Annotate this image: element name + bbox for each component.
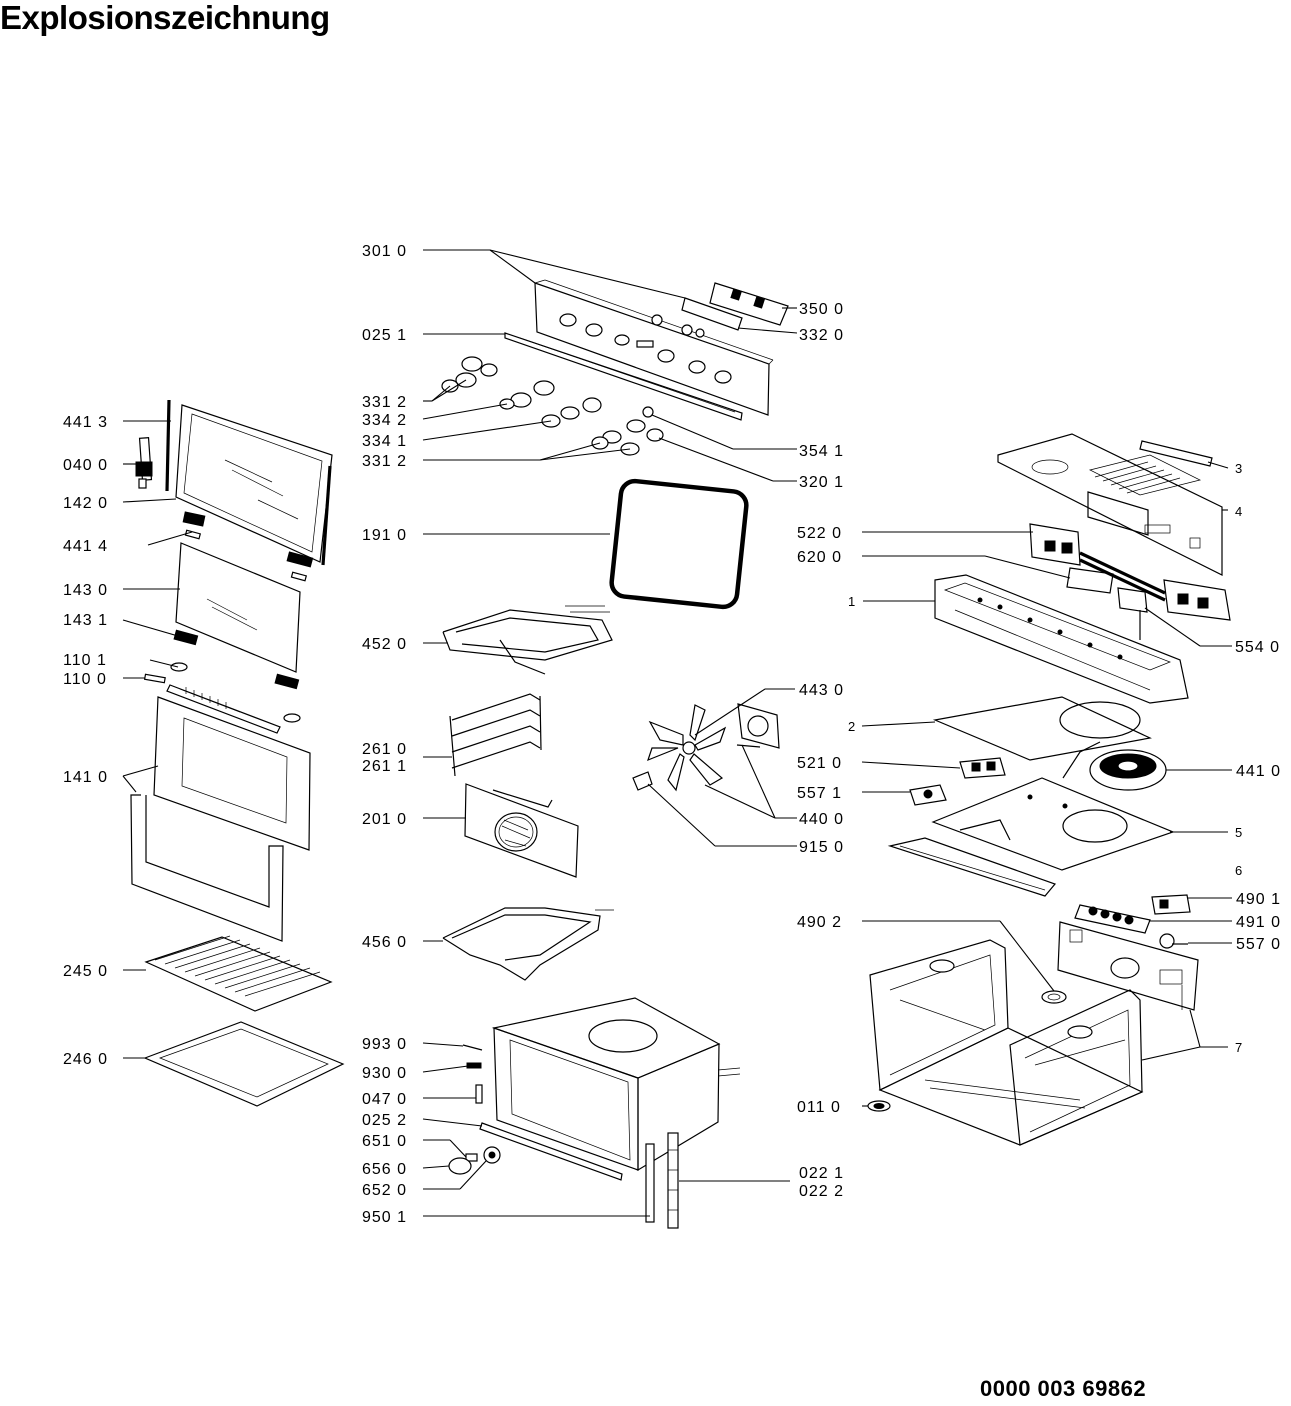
door-handle-part bbox=[135, 437, 153, 489]
label-334-1: 334 1 bbox=[362, 433, 407, 450]
label-557-1: 557 1 bbox=[797, 785, 842, 802]
panel-rail-part bbox=[504, 332, 743, 421]
outer-door-glass-part bbox=[153, 696, 311, 851]
label-332-0: 332 0 bbox=[799, 327, 844, 344]
label-441-4: 441 4 bbox=[63, 538, 108, 555]
label-950-1: 950 1 bbox=[362, 1209, 407, 1226]
label-142-0: 142 0 bbox=[63, 495, 108, 512]
fan-assembly-parts bbox=[632, 703, 780, 792]
label-261-1: 261 1 bbox=[362, 758, 407, 775]
cooling-fan-part bbox=[1089, 749, 1167, 791]
label-110-1: 110 1 bbox=[63, 652, 107, 669]
callout-4: 4 bbox=[1235, 504, 1243, 519]
label-201-0: 201 0 bbox=[362, 811, 407, 828]
label-022-1: 022 1 bbox=[799, 1165, 844, 1182]
hinge-parts bbox=[173, 511, 314, 690]
label-456-0: 456 0 bbox=[362, 934, 407, 951]
page-title: Explosionszeichnung bbox=[0, 0, 330, 36]
rear-panel-part bbox=[1057, 921, 1199, 1011]
label-557-0: 557 0 bbox=[1236, 936, 1281, 953]
label-651-0: 651 0 bbox=[362, 1133, 407, 1150]
callout-7: 7 bbox=[1235, 1040, 1243, 1055]
callout-6: 6 bbox=[1235, 863, 1243, 878]
leader-lines bbox=[122, 249, 1232, 1217]
label-441-3: 441 3 bbox=[63, 414, 108, 431]
label-245-0: 245 0 bbox=[63, 963, 108, 980]
label-443-0: 443 0 bbox=[799, 682, 844, 699]
label-143-1: 143 1 bbox=[63, 612, 108, 629]
label-354-1: 354 1 bbox=[799, 443, 844, 460]
lower-cover-part bbox=[887, 837, 1057, 897]
bottom-heater-part bbox=[442, 907, 614, 981]
insulation-plate-part bbox=[932, 696, 1152, 779]
callout-1: 1 bbox=[848, 594, 856, 609]
label-915-0: 915 0 bbox=[799, 839, 844, 856]
terminal-block-parts bbox=[1074, 894, 1191, 949]
label-440-0: 440 0 bbox=[799, 811, 844, 828]
small-clips bbox=[143, 662, 301, 723]
callout-3: 3 bbox=[1235, 461, 1243, 476]
label-656-0: 656 0 bbox=[362, 1161, 407, 1178]
switch-parts bbox=[909, 757, 1006, 806]
label-141-0: 141 0 bbox=[63, 769, 108, 786]
baking-tray-part bbox=[143, 1021, 345, 1107]
label-320-1: 320 1 bbox=[799, 474, 844, 491]
small-fixing-parts bbox=[448, 1044, 623, 1181]
label-652-0: 652 0 bbox=[362, 1182, 407, 1199]
label-022-2: 022 2 bbox=[799, 1183, 844, 1200]
front-frame-part bbox=[934, 574, 1189, 704]
base-plate-part bbox=[931, 777, 1175, 871]
grill-heater-part bbox=[442, 605, 613, 675]
outer-housing-part bbox=[869, 939, 1144, 1146]
hinge-rod-part bbox=[166, 684, 281, 734]
label-047-0: 047 0 bbox=[362, 1091, 407, 1108]
label-490-2: 490 2 bbox=[797, 914, 842, 931]
label-930-0: 930 0 bbox=[362, 1065, 407, 1082]
label-040-0: 040 0 bbox=[63, 457, 108, 474]
side-rail-parts bbox=[645, 1132, 679, 1229]
label-261-0: 261 0 bbox=[362, 741, 407, 758]
washer-parts bbox=[867, 990, 1067, 1112]
label-334-2: 334 2 bbox=[362, 412, 407, 429]
label-025-1: 025 1 bbox=[362, 327, 407, 344]
label-441-0: 441 0 bbox=[1236, 763, 1281, 780]
top-cover-part bbox=[997, 433, 1223, 576]
part-labels: 441 3 040 0 142 0 441 4 143 0 143 1 110 … bbox=[63, 243, 1281, 1226]
label-110-0: 110 0 bbox=[63, 671, 107, 688]
label-993-0: 993 0 bbox=[362, 1036, 407, 1053]
label-246-0: 246 0 bbox=[63, 1051, 108, 1068]
oven-cavity-part bbox=[491, 997, 741, 1172]
document-number: 0000 003 69862 bbox=[980, 1376, 1147, 1401]
label-620-0: 620 0 bbox=[797, 549, 842, 566]
label-522-0: 522 0 bbox=[797, 525, 842, 542]
switch-module-parts bbox=[651, 282, 789, 338]
label-350-0: 350 0 bbox=[799, 301, 844, 318]
wire-shelf-part bbox=[144, 935, 333, 1012]
label-331-2-b: 331 2 bbox=[362, 453, 407, 470]
label-521-0: 521 0 bbox=[797, 755, 842, 772]
label-490-1: 490 1 bbox=[1236, 891, 1281, 908]
rear-fan-panel-part bbox=[464, 783, 579, 878]
shelf-rail-parts bbox=[449, 693, 542, 777]
label-331-2-a: 331 2 bbox=[362, 394, 407, 411]
label-011-0: 011 0 bbox=[797, 1099, 841, 1116]
callout-2: 2 bbox=[848, 719, 856, 734]
label-143-0: 143 0 bbox=[63, 582, 108, 599]
label-025-2: 025 2 bbox=[362, 1112, 407, 1129]
door-frame-part bbox=[165, 399, 333, 566]
label-554-0: 554 0 bbox=[1235, 639, 1280, 656]
door-seal-frame-part bbox=[130, 794, 284, 942]
inner-glass-part bbox=[175, 542, 301, 673]
callout-5: 5 bbox=[1235, 825, 1243, 840]
door-gasket-part bbox=[609, 478, 749, 610]
label-191-0: 191 0 bbox=[362, 527, 407, 544]
control-module-parts bbox=[1029, 523, 1231, 640]
label-301-0: 301 0 bbox=[362, 243, 407, 260]
knob-parts bbox=[441, 356, 664, 456]
label-491-0: 491 0 bbox=[1236, 914, 1281, 931]
label-452-0: 452 0 bbox=[362, 636, 407, 653]
